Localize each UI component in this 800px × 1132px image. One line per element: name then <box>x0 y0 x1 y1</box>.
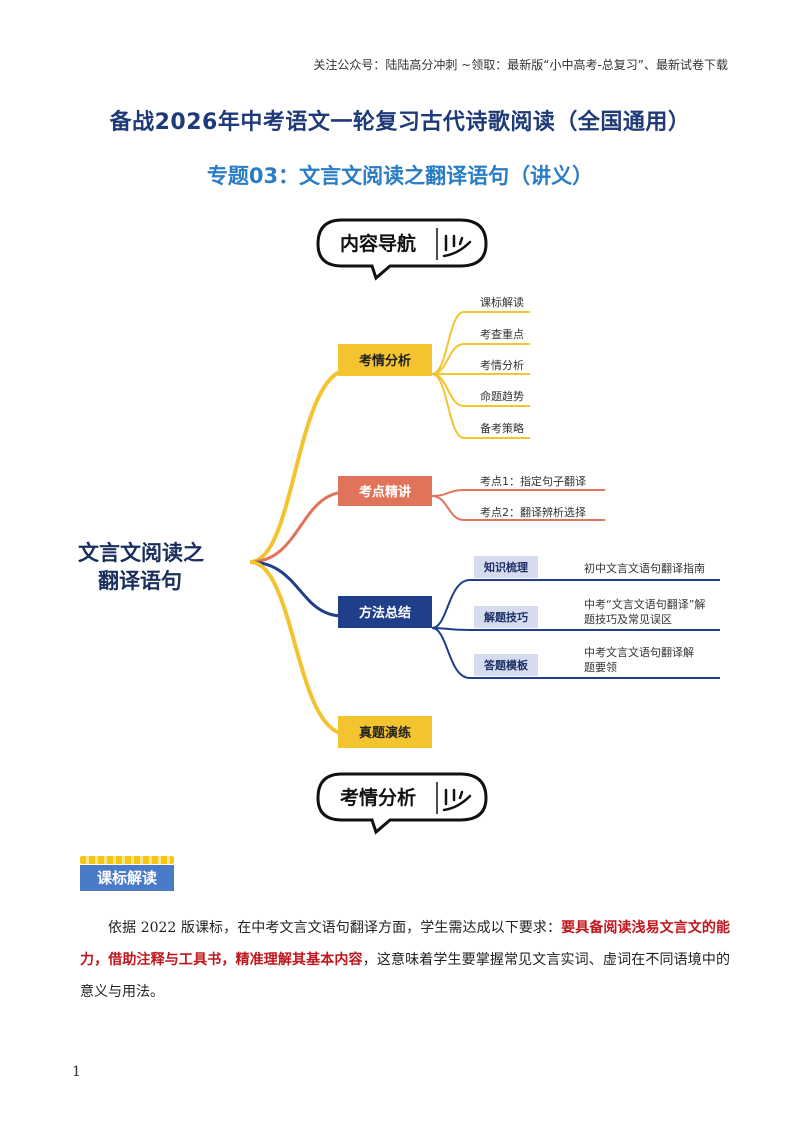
connector-kaodian <box>249 490 346 564</box>
document-title: 备战2026年中考语文一轮复习古代诗歌阅读（全国通用） <box>109 110 691 135</box>
leaf-kaodian2: 考点2：翻译辨析选择 <box>480 505 586 519</box>
connector-kaoqing <box>249 368 346 564</box>
branch-zhenti-box <box>338 716 432 748</box>
sub-dati-desc1: 中考文言文语句翻译解 <box>584 645 694 659</box>
sub-zhishi-desc: 初中文言文语句翻译指南 <box>584 561 705 575</box>
document-subtitle: 专题03：文言文阅读之翻译语句（讲义） <box>206 164 594 188</box>
sub-zhishi-box <box>474 556 538 578</box>
sub-dati-label: 答题模板 <box>484 658 529 672</box>
sub-jieti-box <box>474 606 538 628</box>
branch-fangfa-box <box>338 596 432 628</box>
leaf-kebiao: 课标解读 <box>480 295 524 309</box>
analysis-label: 考情分析 <box>340 786 416 809</box>
branch-kaoqing-box <box>338 344 432 376</box>
body-paragraph: 依据 2022 版课标，在中考文言文语句翻译方面，学生需达成以下要求：要具备阅读… <box>80 912 730 1008</box>
pencil-stroke-icon <box>442 234 472 258</box>
sub-jieti-desc1: 中考“文言文语句翻译”解 <box>584 597 705 611</box>
paragraph-emphasis: 要具备阅读浅易文言文的能力，借助注释与工具书，精准理解其基本内容 <box>80 920 731 968</box>
leaf-kaoqing: 考情分析 <box>480 358 524 372</box>
analysis-bubble: 考情分析 <box>316 772 488 835</box>
badge-dots <box>80 856 174 864</box>
pencil-stroke-icon <box>442 788 472 812</box>
connector-fangfa <box>249 560 346 618</box>
header-note: 关注公众号：陆陆高分冲刺 ~领取：最新版“小中高考-总复习”、最新试卷下载 <box>313 58 728 72</box>
section-label: 课标解读 <box>80 865 174 891</box>
leaf-mingti: 命题趋势 <box>480 389 524 403</box>
mind-map: 文言文阅读之 翻译语句 考情分析 课标解读 考查重点 考情分析 命题趋势 备考策… <box>78 295 720 748</box>
section-badge: 课标解读 <box>80 856 174 892</box>
content-nav-bubble: 内容导航 <box>316 218 488 281</box>
paragraph-part3: ，这意味着学生要掌握常见文言实词、虚词在不同语境中的意义与用法。 <box>80 952 731 1000</box>
sub-dati-box <box>474 654 538 676</box>
paragraph-part1: 依据 2022 版课标，在中考文言文语句翻译方面，学生需达成以下要求： <box>108 920 562 936</box>
connector-zhenti <box>249 560 346 736</box>
branch-kaodian-label: 考点精讲 <box>359 484 411 500</box>
root-line1: 文言文阅读之 <box>78 541 204 565</box>
page-number: 1 <box>72 1064 81 1080</box>
branch-kaodian-box <box>338 476 432 506</box>
branch-fangfa-label: 方法总结 <box>359 605 411 621</box>
sub-jieti-label: 解题技巧 <box>484 610 528 624</box>
content-nav-label: 内容导航 <box>340 232 416 255</box>
sub-dati-desc2: 题要领 <box>584 661 617 674</box>
root-line2: 翻译语句 <box>98 569 182 593</box>
leaf-kaodian1: 考点1：指定句子翻译 <box>480 474 586 488</box>
sub-jieti-desc2: 题技巧及常见误区 <box>584 613 672 626</box>
branch-kaoqing-label: 考情分析 <box>359 353 411 369</box>
leaf-kaocha: 考查重点 <box>480 327 524 341</box>
sub-zhishi-label: 知识梳理 <box>483 560 528 574</box>
branch-zhenti-label: 真题演练 <box>359 725 411 741</box>
leaf-beikao: 备考策略 <box>480 421 524 435</box>
